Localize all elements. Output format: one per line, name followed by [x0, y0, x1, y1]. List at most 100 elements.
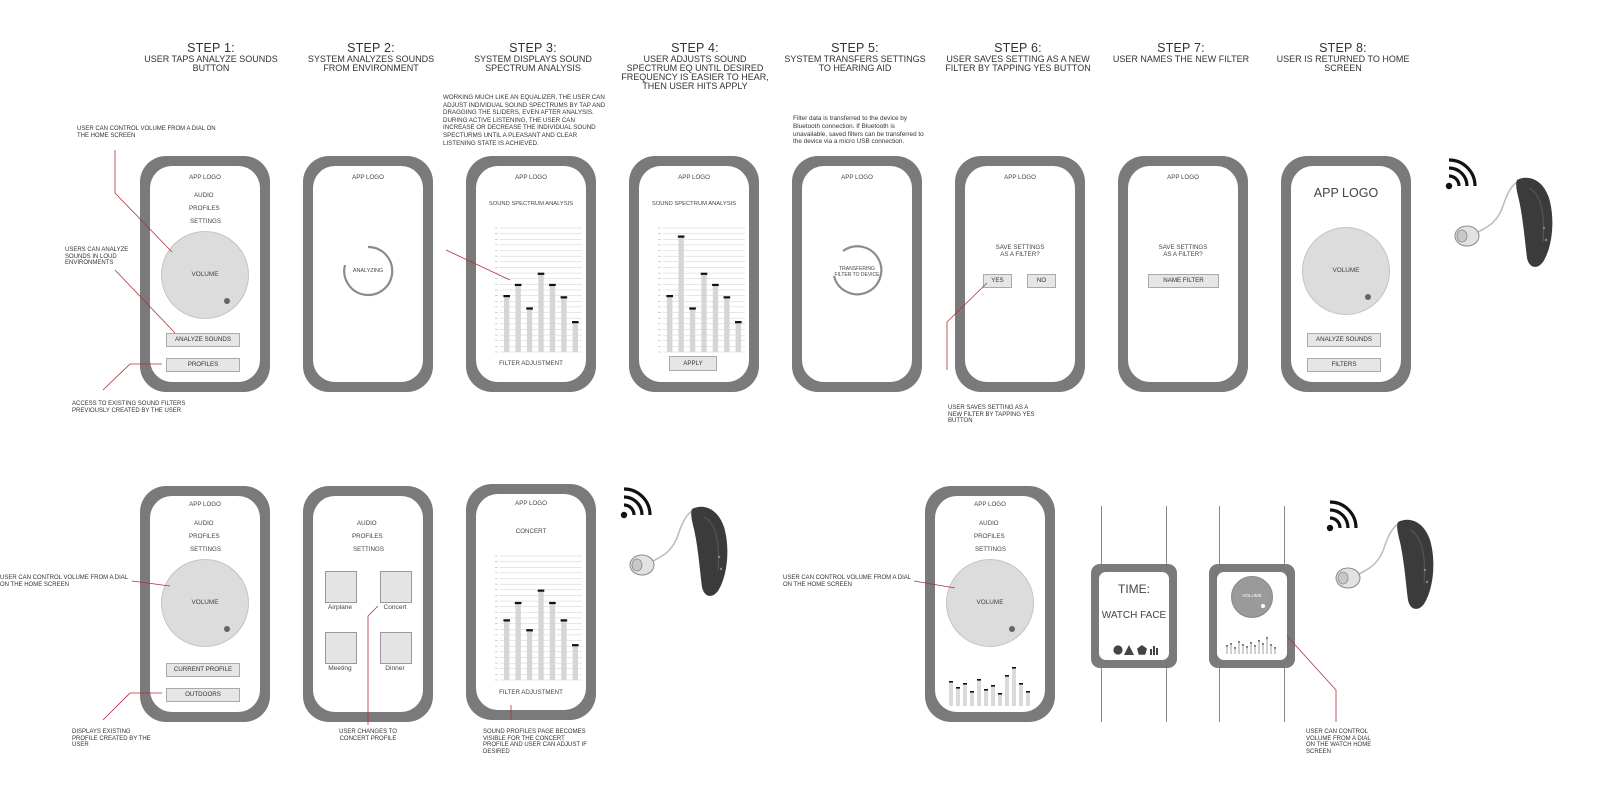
annotation-access-filters: ACCESS TO EXISTING SOUND FILTERS PREVIOU… [72, 401, 186, 414]
spectrum-bar [538, 590, 544, 680]
annotation-filter-transfer: Filter data is transferred to the device… [793, 115, 924, 146]
menu-profiles[interactable]: PROFILES [352, 533, 383, 540]
menu-profiles[interactable]: PROFILES [189, 205, 220, 212]
watch-face-device: TIME: WATCH FACE [1091, 564, 1177, 668]
profile-tile-airplane[interactable] [325, 571, 357, 603]
volume-dial[interactable]: VOLUME [1302, 227, 1390, 315]
volume-knob[interactable] [1009, 626, 1015, 632]
annotation-changes-profile: USER CHANGES TO CONCERT PROFILE [339, 729, 397, 742]
phone-step5-transfer: APP LOGO TRANSFERING FILTER TO DEVICE [792, 156, 922, 392]
no-button[interactable]: NO [1027, 274, 1056, 288]
spectrum-chart[interactable] [653, 224, 747, 358]
menu-settings[interactable]: SETTINGS [353, 546, 384, 553]
watch-volume-knob[interactable] [1261, 604, 1265, 608]
connector-watch-dial [1286, 635, 1337, 722]
spectrum-title: SOUND SPECTRUM ANALYSIS [651, 201, 737, 207]
analyzing-ring-icon [343, 245, 394, 297]
profile-label-dinner: Dinner [385, 665, 405, 672]
yes-button[interactable]: YES [983, 274, 1012, 288]
menu-audio[interactable]: AUDIO [979, 520, 999, 527]
annotation-dial-home: USER CAN CONTROL VOLUME FROM A DIAL ON T… [77, 126, 216, 139]
spectrum-slider-handle [537, 272, 545, 275]
spectrum-chart[interactable] [490, 224, 584, 358]
menu-profiles[interactable]: PROFILES [189, 533, 220, 540]
volume-knob[interactable] [224, 298, 230, 304]
spectrum-slider-handle [503, 295, 510, 298]
concert-title: CONCERT [515, 528, 547, 535]
volume-knob[interactable] [1365, 294, 1371, 300]
watch-screen: TIME: WATCH FACE [1099, 572, 1169, 660]
spectrum-bar [515, 285, 521, 352]
spectrum-bar [515, 603, 521, 680]
connector-save-filter [946, 282, 988, 370]
spectrum-bar [572, 322, 578, 352]
volume-dial[interactable]: VOLUME [161, 231, 249, 319]
profile-tile-concert[interactable] [380, 571, 412, 603]
hearing-aid-body [1454, 177, 1553, 267]
menu-settings[interactable]: SETTINGS [190, 546, 221, 553]
watch-volume-dial[interactable]: VOLUME [1231, 576, 1273, 618]
connector-dial-home-2 [131, 580, 171, 587]
spectrum-slider-handle [689, 307, 696, 310]
outdoors-button[interactable]: OUTDOORS [166, 688, 240, 702]
phone-screen: APP LOGO AUDIO PROFILES SETTINGS VOLUME [935, 496, 1045, 712]
phone-step1-home: APP LOGO AUDIO PROFILES SETTINGS VOLUME … [140, 156, 270, 392]
menu-profiles[interactable]: PROFILES [974, 533, 1005, 540]
annotation-save-filter: USER SAVES SETTING AS A NEW FILTER BY TA… [948, 405, 1035, 425]
app-logo: APP LOGO [678, 174, 710, 181]
profile-tile-dinner[interactable] [380, 632, 412, 664]
phone-screen: APP LOGO ANALYZING [313, 166, 423, 382]
spectrum-bar [701, 273, 707, 352]
connector-access-filters [102, 363, 162, 391]
step-7-heading: STEP 7:USER NAMES THE NEW FILTER [1112, 41, 1250, 64]
step-6-heading: STEP 6:USER SAVES SETTING AS A NEW FILTE… [945, 41, 1091, 73]
spectrum-slider-handle [549, 601, 556, 605]
analyze-sounds-button[interactable]: ANALYZE SOUNDS [166, 333, 240, 347]
spectrum-title: SOUND SPECTRUM ANALYSIS [488, 201, 574, 207]
phone-screen: APP LOGO AUDIO PROFILES SETTINGS VOLUME … [150, 166, 260, 382]
connector-existing-profile [102, 692, 162, 721]
hearing-aid-icon [1326, 500, 1434, 609]
spectrum-slider-handle [526, 307, 533, 310]
phone-screen: APP LOGO SAVE SETTINGS AS A FILTER? YES … [965, 166, 1075, 382]
annotation-profiles-page: SOUND PROFILES PAGE BECOMES VISIBLE FOR … [483, 729, 587, 755]
menu-settings[interactable]: SETTINGS [975, 546, 1006, 553]
apply-button[interactable]: APPLY [669, 356, 717, 371]
volume-dial[interactable]: VOLUME [946, 559, 1034, 647]
menu-audio[interactable]: AUDIO [194, 520, 214, 527]
connector-equalizer [445, 249, 511, 281]
current-profile-button[interactable]: CURRENT PROFILE [166, 663, 240, 677]
watch-volume-label: VOLUME [1242, 593, 1262, 598]
spectrum-chart[interactable] [490, 552, 584, 686]
menu-settings[interactable]: SETTINGS [190, 218, 221, 225]
profiles-button[interactable]: PROFILES [166, 358, 240, 372]
step-5-heading: STEP 5:SYSTEM TRANSFERS SETTINGS TO HEAR… [784, 41, 926, 73]
save-question: SAVE SETTINGS AS A FILTER? [995, 244, 1045, 259]
filters-button[interactable]: FILTERS [1307, 358, 1381, 372]
spectrum-bar [561, 297, 567, 352]
volume-dial[interactable]: VOLUME [161, 559, 249, 647]
spectrum-slider-handle [712, 283, 719, 287]
watch-screen: VOLUME [1217, 572, 1287, 660]
phone-screen: APP LOGO SOUND SPECTRUM ANALYSIS APPLY [639, 166, 749, 382]
menu-audio[interactable]: AUDIO [357, 520, 377, 527]
spectrum-slider-handle [735, 321, 742, 324]
spectrum-bar [572, 645, 578, 680]
profile-tile-meeting[interactable] [325, 632, 357, 664]
analyzing-label: ANALYZING [352, 268, 384, 274]
analyze-sounds-button[interactable]: ANALYZE SOUNDS [1307, 333, 1381, 347]
hearing-aid-body [1335, 519, 1434, 609]
name-filter-input[interactable]: NAME FILTER [1148, 274, 1219, 288]
watch-face-label: WATCH FACE [1101, 610, 1167, 621]
volume-knob[interactable] [224, 626, 230, 632]
step-4-heading: STEP 4:USER ADJUSTS SOUND SPECTRUM EQ UN… [621, 41, 769, 91]
watch-time: TIME: [1118, 582, 1150, 596]
menu-audio[interactable]: AUDIO [194, 192, 214, 199]
connector-analyze-loud [114, 269, 176, 334]
hearing-aid-icon [1445, 158, 1553, 267]
phone-screen: APP LOGO SAVE SETTINGS AS A FILTER? NAME… [1128, 166, 1238, 382]
volume-label: VOLUME [191, 599, 219, 606]
step-8-heading: STEP 8:USER IS RETURNED TO HOME SCREEN [1276, 41, 1410, 73]
spectrum-bar [549, 285, 556, 352]
